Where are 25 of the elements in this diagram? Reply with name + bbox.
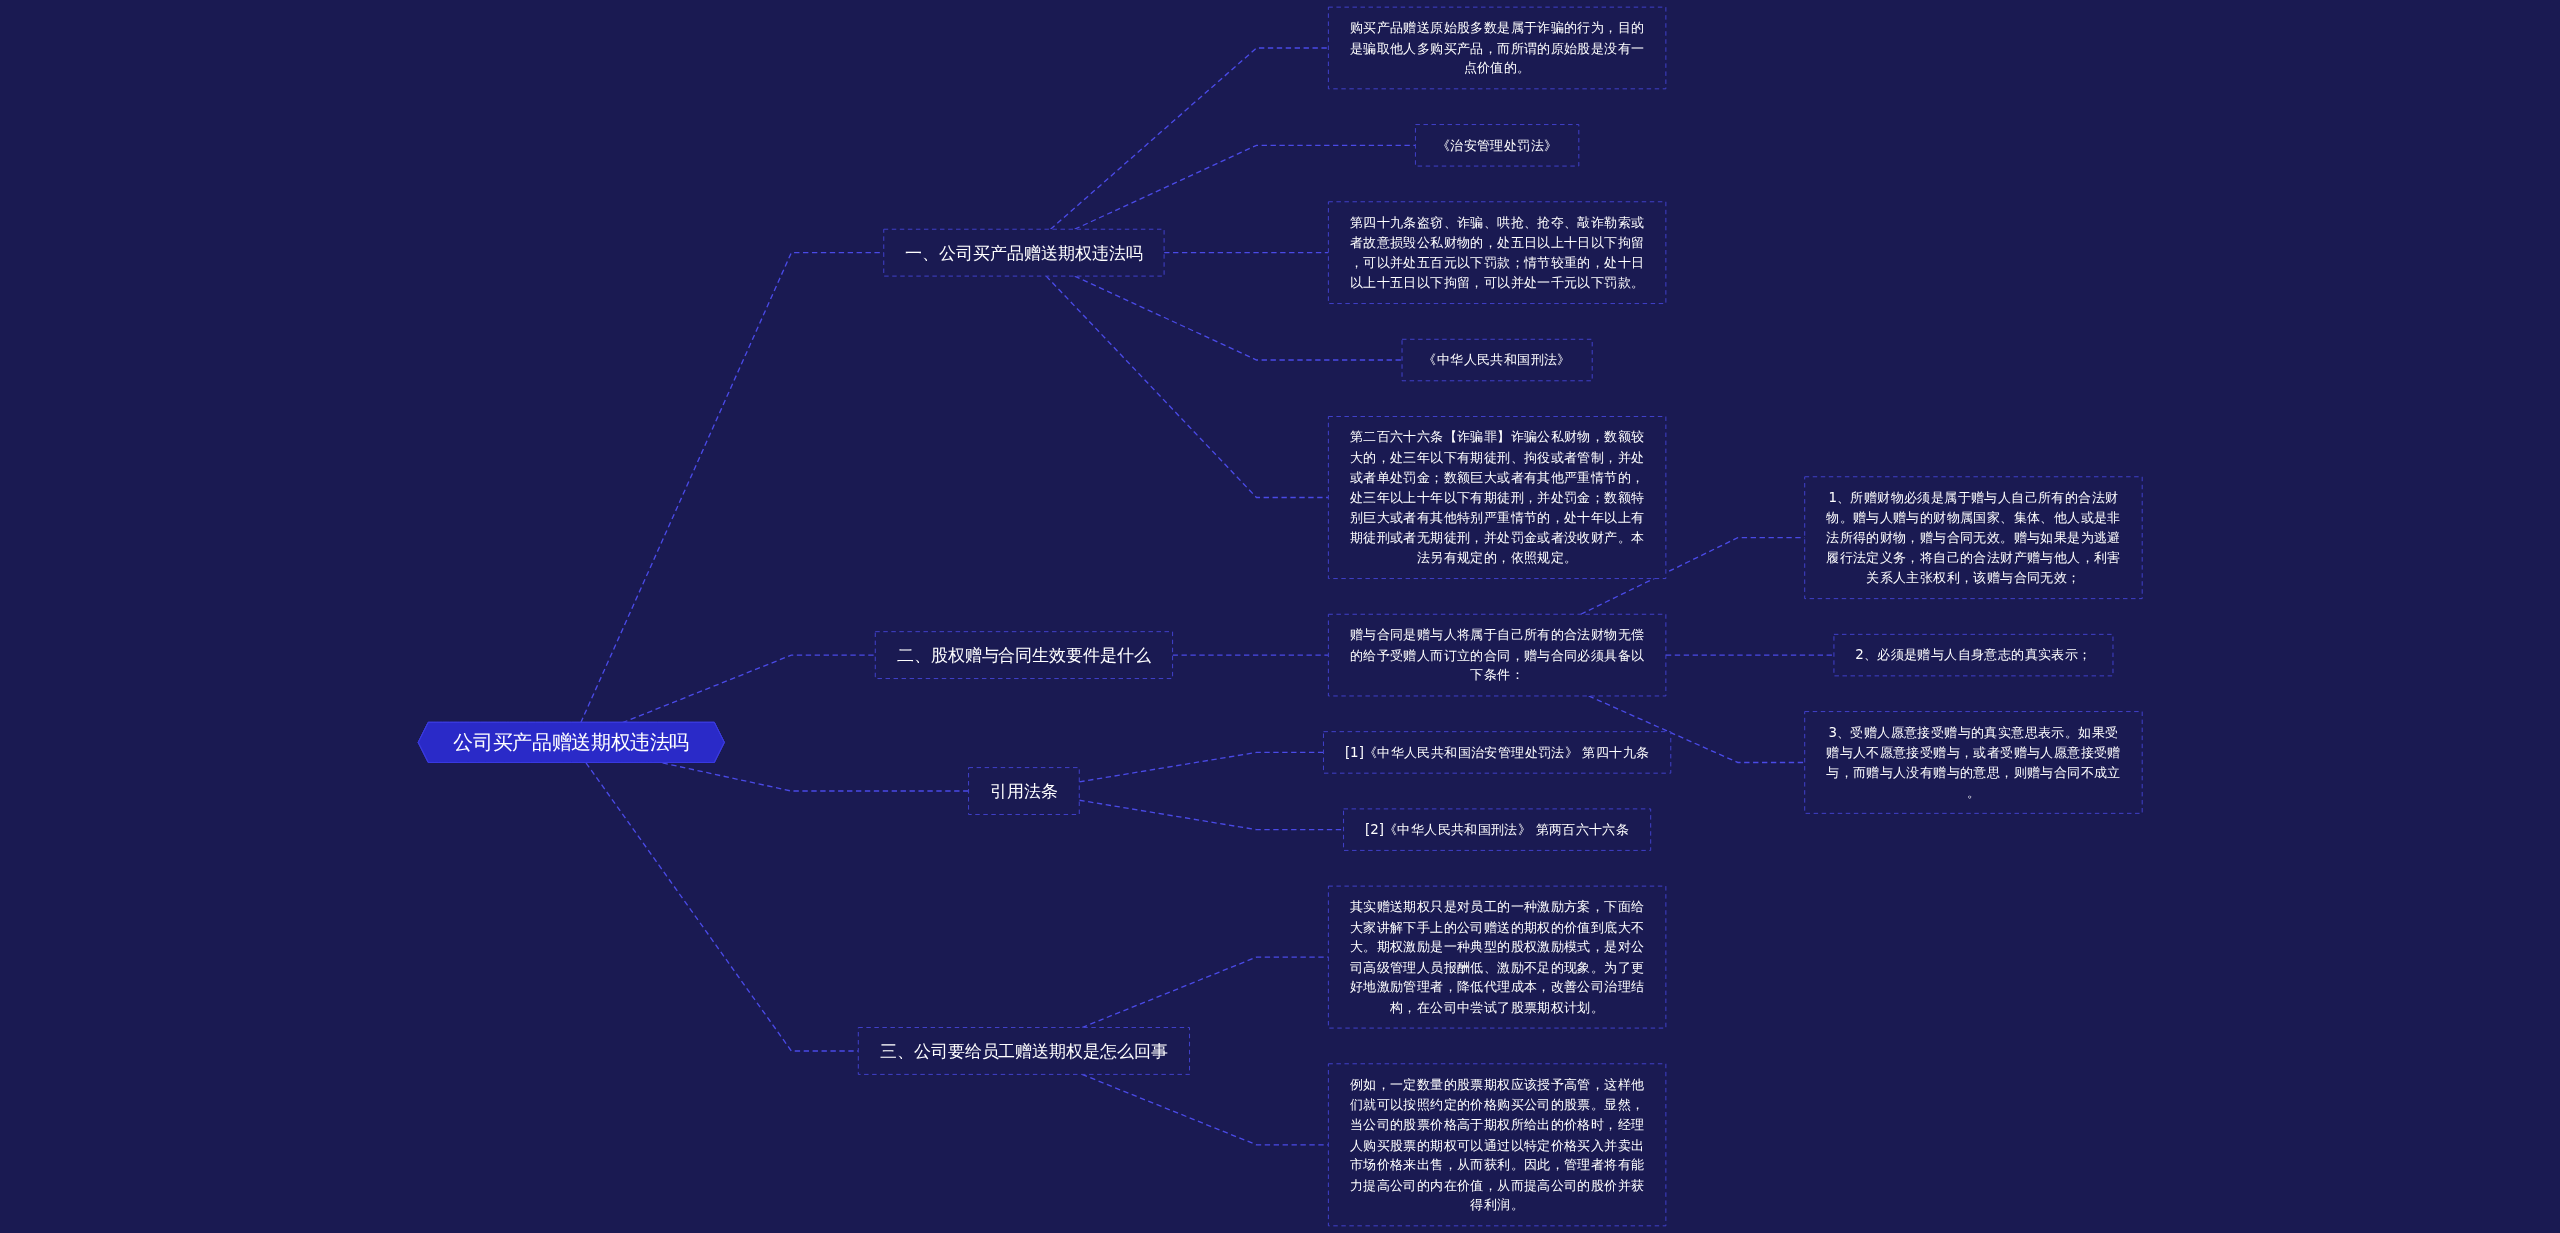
node-box: 购买产品赠送原始股多数是属于诈骗的行为，目的是骗取他人多购买产品，而所谓的原始股是没有一点价值的。 (1327, 6, 1667, 90)
node-box: 赠与合同是赠与人将属于自己所有的合法财物无偿的给予受赠人而订立的合同，赠与合同必须具备以下条件： (1327, 613, 1667, 697)
node-box: [2]《中华人民共和国刑法》 第两百六十六条 (1342, 808, 1651, 851)
node-box: 3、受赠人愿意接受赠与的真实意思表示。如果受赠与人不愿意接受赠与，或者受赠与人愿意接受赠与，而赠与人没有赠与的意思，则赠与合同不成立。 (1804, 711, 2143, 814)
connector (1587, 695, 1806, 764)
connector (1665, 654, 1835, 656)
connector (1049, 47, 1329, 230)
node-box: 例如，一定数量的股票期权应该授予高管，这样他们就可以按照约定的价格购买公司的股票。显然，当公司的股票价格高于期权所给出的价格时，经理人购买股票的期权可以通过以特定价格买入并卖出市场价格来出售，从而获利。因此，管理者将有能力提高公司的内在价值，从而提高公司的股价并获得利润。 (1327, 1063, 1667, 1227)
connector (1163, 252, 1329, 254)
node-box: 一、公司买产品赠送期权违法吗 (883, 228, 1165, 277)
node-box: 第二百六十六条【诈骗罪】诈骗公私财物，数额较大的，处三年以下有期徒刑、拘役或者管制，并处或者单处罚金；数额巨大或者有其他严重情节的，处三年以上十年以下有期徒刑，并处罚金；数额特别巨大或者有其他特别严重情节的，处十年以上有期徒刑或者无期徒刑，并处罚金或者没收财产。本法另有规定的，依照规定。 (1327, 416, 1667, 579)
connector (1045, 275, 1329, 499)
node-box: 《治安管理处罚法》 (1414, 124, 1580, 167)
node-box: 《中华人民共和国刑法》 (1401, 338, 1593, 382)
node-box: 2、必须是赠与人自身意志的真实表示； (1833, 633, 2114, 677)
node-box: 三、公司要给员工赠送期权是怎么回事 (857, 1027, 1190, 1075)
node-box: 引用法条 (967, 767, 1080, 815)
connector (1073, 144, 1416, 230)
node-box: 第四十九条盗窃、诈骗、哄抢、抢夺、敲诈勒索或者故意损毁公私财物的，处五日以上十日以下拘留，可以并处五百元以下罚款；情节较重的，处十日以上十五日以下拘留，可以并处一千元以下罚款。 (1327, 201, 1667, 304)
node-box: [1]《中华人民共和国治安管理处罚法》 第四十九条 (1322, 731, 1672, 774)
connector (1171, 654, 1329, 656)
node-box: 其实赠送期权只是对员工的一种激励方案，下面给大家讲解下手上的公司赠送的期权的价值到底大不大。期权激励是一种典型的股权激励模式，是对公司高级管理人员报酬低、激励不足的现象。为了更好地激励管理者，降低代理成本，改善公司治理结构，在公司中尝试了股票期权计划。 (1327, 885, 1667, 1029)
node-box: 二、股权赠与合同生效要件是什么 (874, 631, 1173, 679)
node-box: 1、所赠财物必须是属于赠与人自己所有的合法财物。赠与人赠与的财物属国家、集体、他人或是非法所得的财物，赠与合同无效。赠与如果是为逃避履行法定义务，将自己的合法财产赠与他人，利害关系人主张权利，该赠与合同无效； (1804, 476, 2143, 600)
connector (1078, 751, 1324, 783)
